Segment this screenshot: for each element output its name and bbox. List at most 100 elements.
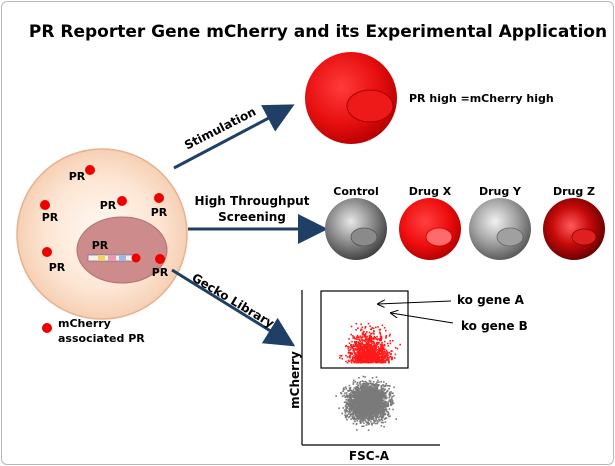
gecko-label: Gecko Library (189, 271, 276, 331)
flow-event-dot (353, 393, 356, 396)
flow-event-dot (374, 352, 377, 354)
flow-event-dot (366, 360, 369, 363)
flow-event-dot (378, 390, 381, 392)
flow-event-dot (374, 361, 377, 363)
flow-event-dot (358, 405, 360, 408)
flow-event-dot (363, 346, 366, 348)
flow-event-dot (385, 405, 388, 408)
flow-event-dot (360, 343, 363, 345)
flow-event-dot (373, 384, 375, 386)
flow-event-dot (370, 332, 373, 335)
flow-event-dot (378, 409, 380, 411)
pr-dot (40, 200, 50, 210)
flow-event-dot (372, 332, 375, 335)
flow-event-dot (370, 358, 372, 361)
flow-event-dot (373, 422, 375, 424)
flow-event-dot (346, 361, 349, 364)
flow-event-dot (375, 405, 377, 407)
flow-event-dot (366, 413, 369, 415)
flow-event-dot (346, 414, 348, 416)
flow-event-dot (384, 348, 386, 351)
flow-event-dot (368, 336, 371, 338)
flow-event-dot (358, 360, 360, 362)
flow-event-dot (387, 354, 389, 356)
flow-event-dot (365, 412, 368, 415)
flow-event-dot (368, 417, 370, 420)
flow-event-dot (375, 410, 377, 413)
flow-event-dot (390, 403, 393, 406)
flow-event-dot (382, 361, 384, 364)
flow-event-dot (352, 400, 355, 403)
flow-event-dot (346, 401, 349, 404)
flow-event-dot (377, 355, 380, 357)
flow-event-dot (356, 398, 359, 400)
flow-event-dot (360, 323, 362, 326)
flow-event-dot (385, 335, 387, 338)
flow-event-dot (357, 361, 360, 363)
flow-event-dot (347, 359, 350, 362)
flow-event-dot (363, 382, 366, 385)
flow-event-dot (375, 413, 377, 415)
flow-event-dot (372, 397, 374, 400)
flow-event-dot (359, 408, 361, 410)
flow-event-dot (345, 354, 347, 357)
flow-event-dot (357, 354, 359, 356)
flow-event-dot (367, 342, 370, 345)
flow-event-dot (365, 401, 367, 403)
flow-event-dot (346, 419, 348, 421)
flow-event-dot (370, 335, 372, 338)
flow-event-dot (383, 344, 386, 346)
flow-event-dot (371, 423, 373, 425)
flow-event-dot (382, 355, 384, 358)
flow-event-dot (370, 404, 373, 406)
flow-event-dot (369, 415, 372, 417)
flow-event-dot (361, 425, 363, 428)
flow-event-dot (378, 418, 380, 421)
flow-event-dot (391, 398, 393, 401)
flow-event-dot (380, 335, 383, 338)
flow-event-dot (374, 407, 376, 410)
flow-event-dot (370, 390, 372, 392)
flow-event-dot (383, 346, 385, 349)
flow-event-dot (379, 358, 382, 361)
flow-event-dot (358, 399, 361, 402)
flow-event-dot (358, 338, 361, 341)
flow-event-dot (350, 359, 352, 361)
flow-event-dot (374, 395, 377, 398)
flow-event-dot (348, 360, 350, 363)
flow-event-dot (356, 396, 358, 399)
flow-event-dot (362, 394, 364, 397)
flow-event-dot (371, 349, 373, 351)
pr-label: PR (152, 266, 169, 279)
flow-event-dot (379, 360, 381, 362)
flow-event-dot (365, 394, 367, 396)
flow-event-dot (389, 342, 392, 345)
flow-event-dot (366, 331, 368, 333)
flow-event-dot (345, 395, 347, 398)
flow-event-dot (354, 344, 356, 346)
flow-event-dot (372, 341, 374, 343)
screen-cell-control (325, 198, 387, 260)
flow-event-dot (356, 338, 359, 341)
flow-event-dot (369, 353, 372, 356)
flow-event-dot (347, 416, 350, 419)
flow-event-dot (347, 399, 349, 401)
flow-event-dot (357, 350, 360, 353)
flow-event-dot (355, 396, 357, 399)
flow-event-dot (380, 349, 382, 352)
flow-event-dot (350, 404, 352, 406)
flow-event-dot (365, 360, 368, 362)
flow-event-dot (366, 414, 369, 416)
flow-dots (335, 322, 401, 431)
flow-event-dot (388, 362, 390, 364)
flow-event-dot (389, 395, 391, 397)
flow-event-dot (384, 404, 387, 406)
flow-event-dot (376, 381, 378, 383)
flow-event-dot (364, 358, 367, 361)
flow-event-dot (365, 381, 368, 384)
flow-event-dot (379, 328, 382, 331)
flow-event-dot (366, 395, 369, 397)
flow-event-dot (350, 410, 353, 412)
flow-event-dot (376, 361, 379, 364)
flow-event-dot (357, 415, 359, 418)
